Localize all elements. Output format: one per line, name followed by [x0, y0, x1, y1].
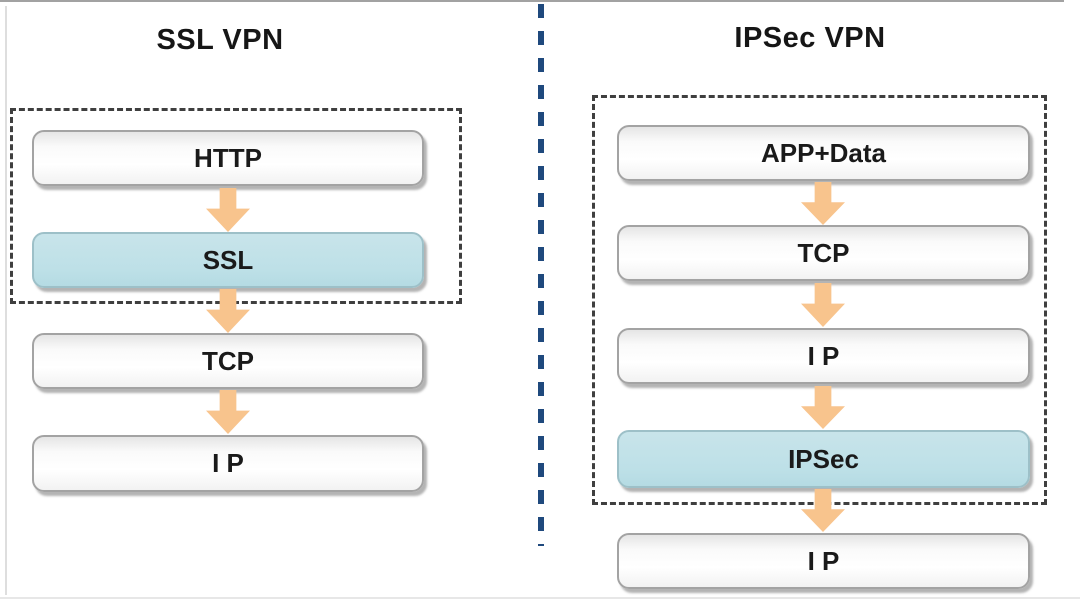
page-border-bottom	[0, 597, 1080, 599]
ssl-vpn-title: SSL VPN	[156, 24, 284, 56]
box-tcp-right-label: TCP	[797, 237, 850, 268]
box-tcp-left: TCP	[32, 333, 424, 389]
box-ip-right-lower: I P	[617, 533, 1030, 589]
page-border-left	[5, 6, 7, 595]
box-tcp-right: TCP	[617, 225, 1030, 281]
box-tcp-left-label: TCP	[202, 345, 254, 376]
box-ip-right-upper: I P	[617, 328, 1030, 384]
box-ip-left: I P	[32, 435, 424, 492]
page-border-top	[0, 0, 1064, 2]
box-ip-right-lower-label: I P	[807, 545, 840, 576]
panel-divider-dashed-line	[538, 4, 544, 546]
box-ipsec: IPSec	[617, 430, 1030, 488]
down-arrow-icon	[206, 390, 250, 434]
box-ssl: SSL	[32, 232, 424, 288]
box-ip-right-upper-label: I P	[807, 340, 840, 371]
box-http: HTTP	[32, 130, 424, 186]
box-app-data-label: APP+Data	[761, 137, 886, 168]
ipsec-vpn-title: IPSec VPN	[734, 22, 886, 54]
box-app-data: APP+Data	[617, 125, 1030, 181]
box-ip-left-label: I P	[212, 448, 244, 478]
box-http-label: HTTP	[194, 142, 262, 173]
box-ipsec-label: IPSec	[788, 443, 859, 474]
box-ssl-label: SSL	[202, 244, 254, 275]
